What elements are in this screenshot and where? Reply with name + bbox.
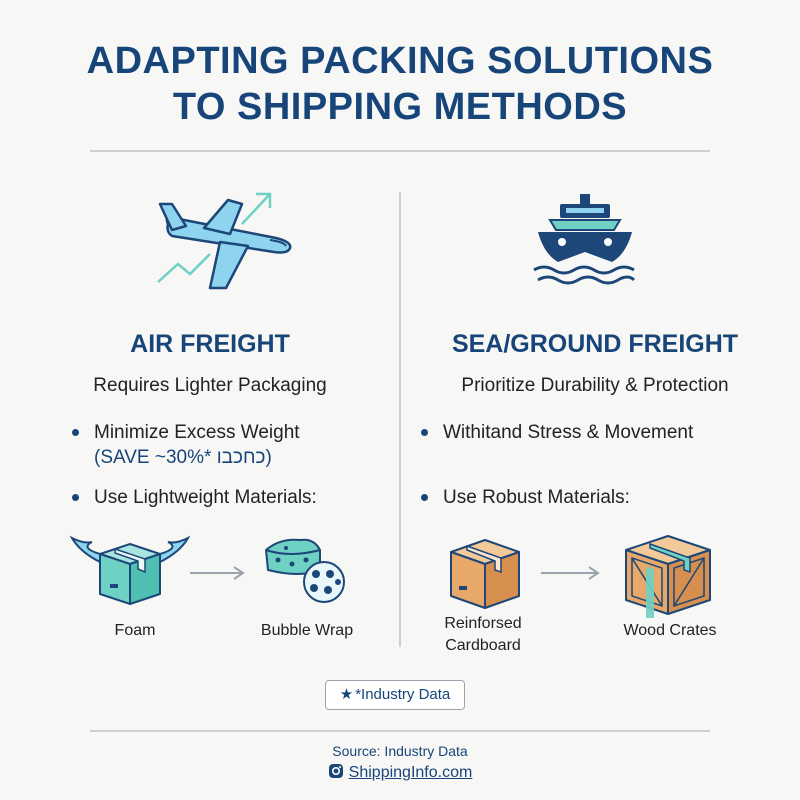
air-freight-heading: AIR FREIGHT	[130, 330, 290, 358]
sea-bullet-withstand-stress: Withitand Stress & Movement	[421, 420, 694, 445]
footnote-text: *Industry Data	[355, 686, 451, 703]
bullet-dot	[72, 494, 79, 501]
air-bullet-2-text: Use Lightweight Materials:	[94, 487, 317, 508]
bubble-wrap-label: Bubble Wrap	[260, 622, 354, 639]
foam-label: Foam	[114, 622, 156, 639]
airplane-icon	[157, 192, 292, 290]
reinforced-label-line-2: Cardboard	[445, 637, 521, 654]
reinforced-label-line-1: Reinforsed	[444, 615, 522, 632]
star-icon: ★	[339, 686, 354, 703]
title-line-1: ADAPTING PACKING SOLUTIONS	[86, 40, 714, 82]
bullet-dot	[421, 429, 428, 436]
air-bullet-minimize-weight: Minimize Excess Weight (SAVE ~30%* כחכבו…	[72, 420, 300, 470]
foam-to-bubble-arrow-icon	[190, 566, 245, 580]
wood-crate-icon	[625, 535, 711, 618]
website-text[interactable]: ShippingInfo.com	[348, 764, 473, 781]
cardboard-to-crate-arrow-icon	[541, 566, 600, 580]
sea-freight-subheading: Prioritize Durability & Protection	[461, 375, 729, 396]
bottom-divider	[90, 730, 710, 732]
bubble-wrap-icon	[265, 538, 345, 603]
source-line: Source: Industry Data	[332, 743, 468, 759]
air-freight-subheading: Requires Lighter Packaging	[93, 375, 327, 396]
air-freight-column: AIR FREIGHT Requires Lighter Packaging M…	[20, 170, 400, 660]
top-divider	[90, 150, 710, 152]
bullet-dot	[72, 429, 79, 436]
cardboard-box-icon	[450, 539, 520, 609]
title-line-2: TO SHIPPING METHODS	[172, 86, 628, 128]
wood-crates-label: Wood Crates	[623, 622, 717, 639]
ship-icon	[533, 194, 636, 285]
page-title: ADAPTING PACKING SOLUTIONS TO SHIPPING M…	[0, 38, 800, 130]
air-bullet-lightweight-materials: Use Lightweight Materials:	[72, 485, 317, 510]
sea-bullet-1-text: Withitand Stress & Movement	[443, 422, 694, 443]
foam-box-icon	[70, 535, 190, 605]
sea-freight-column: SEA/GROUND FREIGHT Prioritize Durability…	[405, 170, 785, 660]
air-bullet-1-text: Minimize Excess Weight	[94, 422, 300, 443]
sea-freight-heading: SEA/GROUND FREIGHT	[451, 330, 739, 358]
sea-bullet-2-text: Use Robust Materials:	[443, 487, 630, 508]
sea-bullet-robust-materials: Use Robust Materials:	[421, 485, 630, 510]
industry-data-footnote: ★*Industry Data	[325, 680, 465, 710]
air-bullet-1-note: (SAVE ~30%* כחכבו)	[94, 447, 272, 468]
reinforced-cardboard-label: Reinforsed Cardboard	[433, 613, 533, 657]
instagram-icon	[328, 764, 343, 778]
bullet-dot	[421, 494, 428, 501]
website-link[interactable]: ShippingInfo.com	[0, 763, 800, 782]
column-divider	[399, 192, 401, 647]
